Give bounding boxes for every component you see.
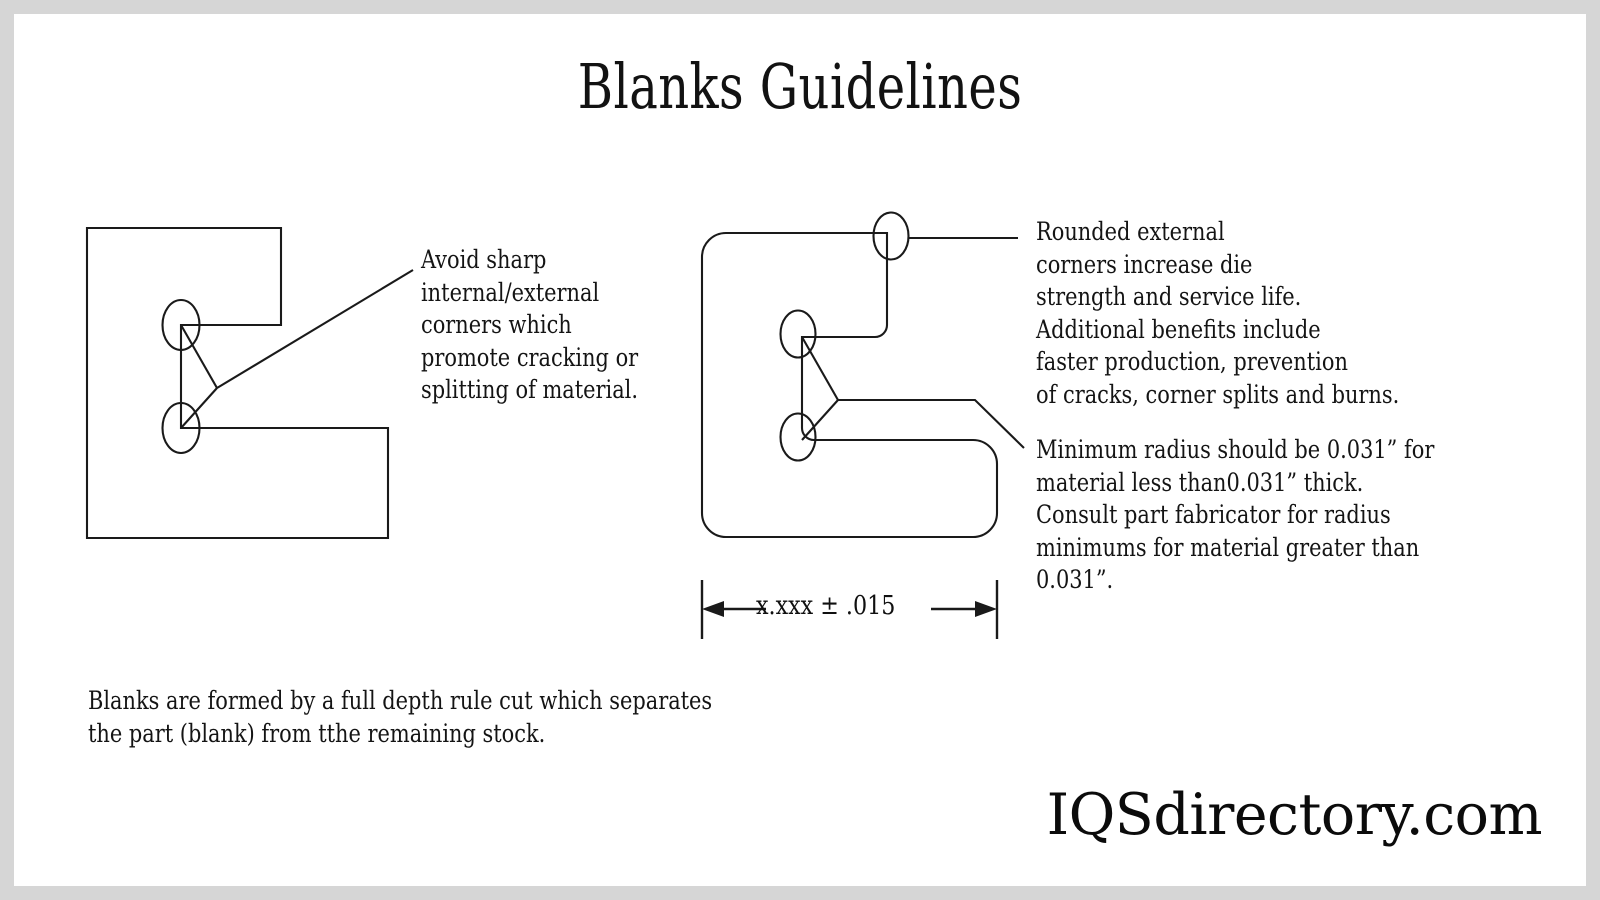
right-leader-branch-top bbox=[801, 336, 839, 401]
left-leader-branch-top bbox=[180, 324, 218, 389]
left-corner-marker-bottom bbox=[161, 401, 201, 455]
left-corner-marker-top bbox=[161, 298, 201, 352]
right-corner-marker-inner-top bbox=[779, 309, 817, 359]
left-figure-caption: Avoid sharp internal/external corners wh… bbox=[421, 245, 639, 404]
footer-note: Blanks are formed by a full depth rule c… bbox=[88, 686, 713, 748]
dimension-arrow-right bbox=[975, 601, 997, 617]
right-corner-marker-outer bbox=[872, 211, 910, 261]
left-blank-outline bbox=[85, 226, 390, 540]
right-leader-line-bottom bbox=[838, 398, 1025, 449]
right-corner-marker-inner-bottom bbox=[779, 412, 817, 462]
brand-watermark: IQSdirectory.com bbox=[1046, 782, 1543, 848]
right-figure-caption-secondary: Minimum radius should be 0.031” for mate… bbox=[1036, 435, 1435, 594]
right-blank-outline bbox=[700, 231, 999, 539]
right-leader-branch-bottom bbox=[801, 399, 839, 441]
dimension-label: x.xxx ± .015 bbox=[756, 591, 896, 621]
page-title: Blanks Guidelines bbox=[577, 50, 1023, 123]
dimension-arrow-left bbox=[702, 601, 724, 617]
left-leader-line bbox=[216, 269, 414, 389]
right-figure-caption-primary: Rounded external corners increase die st… bbox=[1036, 217, 1400, 409]
poster-canvas: Blanks Guidelines bbox=[14, 14, 1586, 886]
technical-drawing bbox=[85, 211, 1025, 639]
left-leader-branch-bottom bbox=[180, 387, 218, 429]
